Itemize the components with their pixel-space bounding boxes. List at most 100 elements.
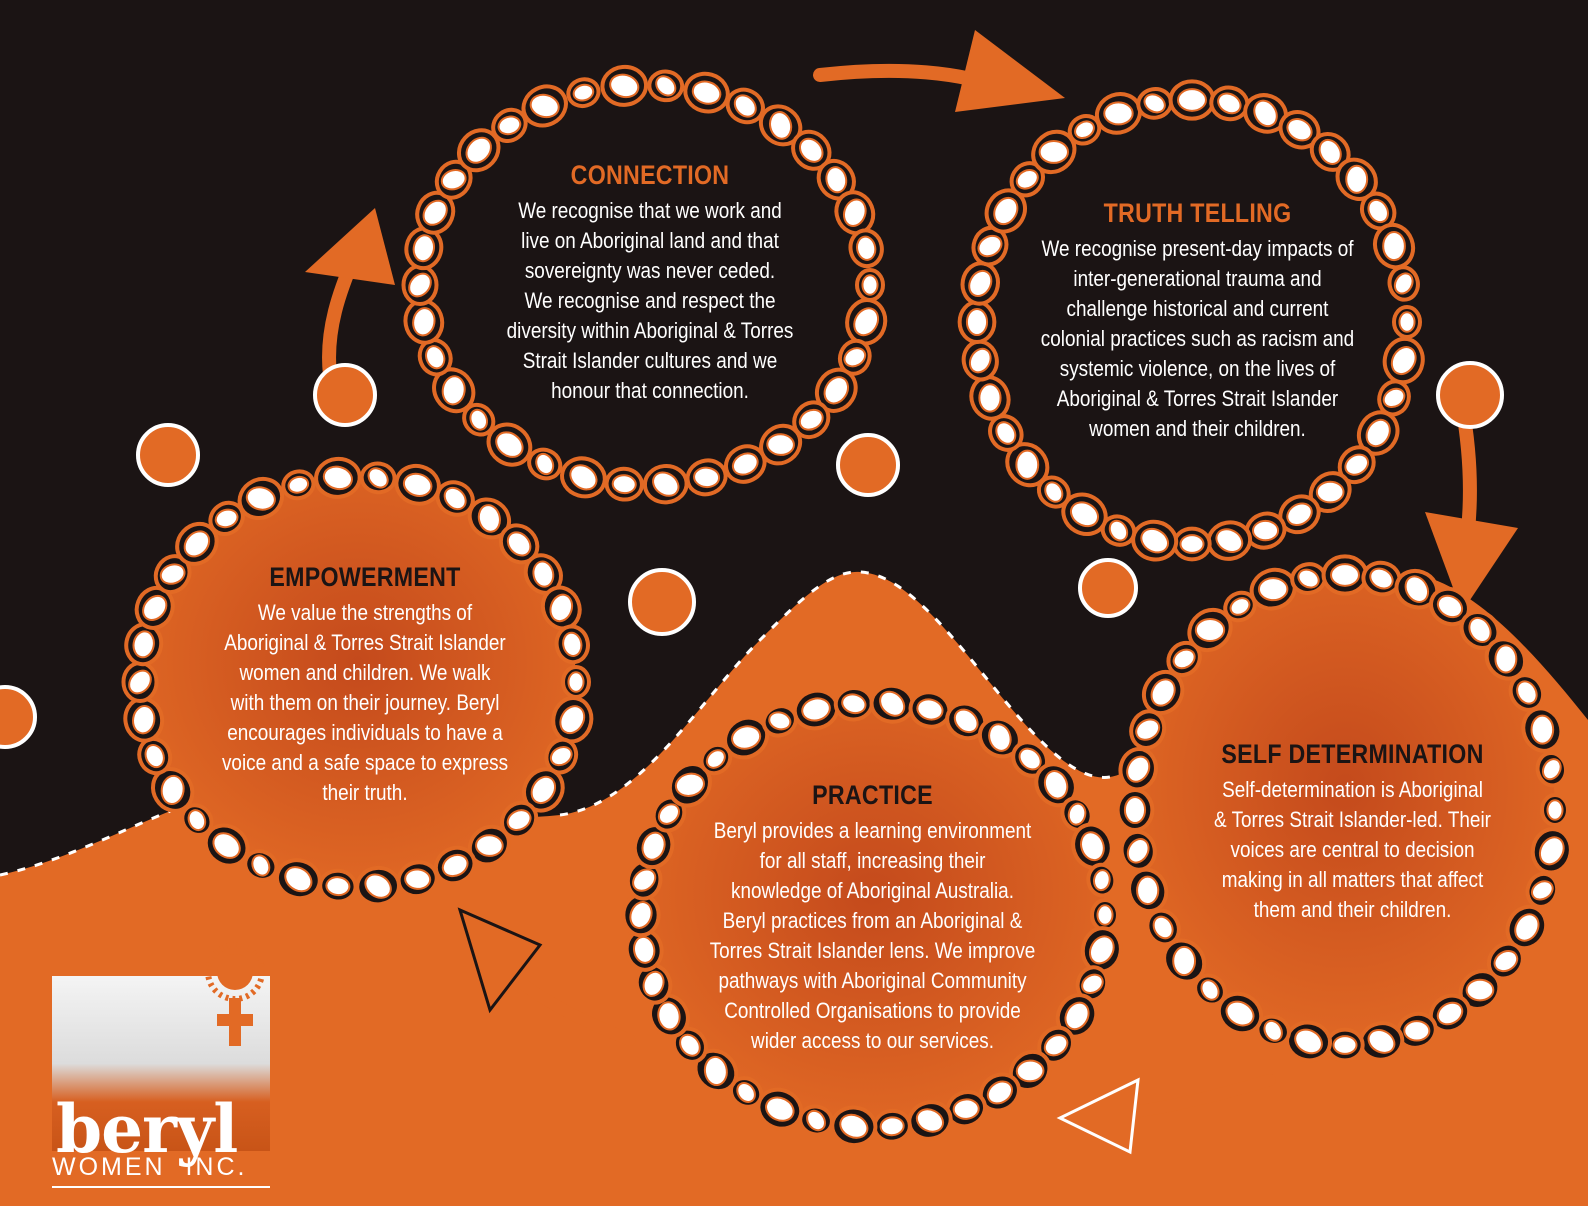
bead-center	[1297, 568, 1320, 589]
empowerment-body: We value the strengths of Aboriginal & T…	[221, 600, 509, 805]
bead-center	[843, 347, 867, 368]
bead-center	[642, 970, 665, 997]
bead-center	[736, 1082, 756, 1103]
bead-center	[1494, 644, 1518, 674]
bead-center	[988, 723, 1012, 752]
bead-center	[657, 1001, 681, 1031]
truth-telling-body: We recognise present-day impacts of inte…	[1040, 236, 1355, 441]
connection-body: We recognise that we work and live on Ab…	[506, 198, 794, 403]
arrow-head-top	[955, 30, 1065, 112]
bead-center	[412, 234, 436, 263]
bead-center	[440, 169, 467, 191]
bead-center	[861, 274, 879, 296]
ring-fill	[641, 703, 1105, 1127]
bead-center	[1468, 616, 1492, 643]
bead-center	[1150, 678, 1176, 707]
bead-center	[1436, 594, 1464, 619]
bead-center	[1257, 577, 1289, 602]
truth-telling-title: TRUTH TELLING	[1103, 198, 1292, 228]
bead-center	[1252, 519, 1280, 542]
bead-center	[402, 472, 433, 497]
bead-center	[1152, 915, 1174, 940]
bead-center	[408, 272, 432, 298]
logo-subtitle: WOMEN INC.	[52, 1153, 248, 1181]
bead-center	[1382, 387, 1406, 409]
bead-center	[842, 198, 867, 227]
bead-center	[691, 80, 722, 105]
bead-center	[629, 901, 653, 929]
ring-self-determination	[1115, 554, 1573, 1063]
bead-center	[977, 234, 1003, 258]
bead-center	[806, 1109, 826, 1132]
bead-center	[441, 375, 466, 406]
beryl-logo: beryl WOMEN INC.	[52, 940, 274, 1195]
bead-center	[251, 854, 271, 877]
logo-wordmark: beryl	[56, 1090, 238, 1168]
bead-center	[841, 693, 867, 715]
bead-center	[768, 711, 792, 731]
bead-center	[823, 376, 850, 405]
bead-center	[766, 433, 795, 456]
bead-center	[733, 94, 757, 118]
bead-center	[1217, 92, 1242, 115]
bead-center	[1398, 311, 1416, 333]
dot	[136, 423, 200, 487]
bead-center	[1318, 138, 1342, 165]
bead-center	[572, 83, 595, 102]
bead-center	[160, 774, 185, 805]
bead-center	[529, 93, 560, 119]
bead-center	[1215, 528, 1244, 554]
ring-connection	[401, 64, 888, 505]
bead-center	[1546, 799, 1564, 821]
bead-center	[1194, 618, 1226, 642]
bead-center	[1143, 93, 1166, 114]
bead-center	[978, 383, 1002, 413]
bead-center	[183, 530, 211, 558]
dot	[1436, 361, 1504, 429]
bead-center	[731, 725, 762, 750]
bead-center	[1365, 418, 1391, 448]
bead-center	[995, 421, 1017, 445]
bead-center	[144, 743, 165, 769]
bead-center	[212, 832, 241, 859]
bead-center	[132, 630, 155, 659]
bead-center	[1514, 913, 1540, 942]
truth-telling-section: TRUTH TELLING We recognise present-day i…	[1028, 196, 1368, 444]
bead-center	[1344, 453, 1370, 476]
decorative-dots	[0, 361, 1504, 749]
bead-center	[839, 1113, 869, 1139]
bead-center	[1044, 481, 1064, 503]
bead-center	[1229, 597, 1251, 616]
bead-center	[364, 873, 392, 899]
dot	[836, 433, 900, 497]
bead-center	[1135, 718, 1161, 741]
bead-center	[1067, 802, 1087, 826]
bead-center	[1038, 139, 1069, 164]
bead-center	[986, 1080, 1013, 1105]
bead-center	[475, 834, 504, 857]
bead-center	[1123, 795, 1147, 825]
bead-center	[1096, 904, 1114, 926]
bead-center	[915, 1108, 945, 1133]
bead-center	[993, 196, 1019, 226]
bead-center	[652, 471, 680, 497]
arrow-head-bottom	[1056, 1077, 1140, 1155]
bead-center	[679, 1033, 701, 1057]
bead-center	[1332, 1035, 1358, 1055]
bead-center	[916, 698, 944, 721]
bead-center	[1092, 869, 1111, 892]
bead-center	[477, 504, 501, 533]
bead-center	[965, 307, 989, 337]
ring-truth-telling	[957, 79, 1425, 562]
bead-center	[1126, 755, 1151, 783]
bead-center	[968, 269, 993, 297]
practice-title: PRACTICE	[812, 780, 933, 810]
bead-center	[1080, 831, 1105, 862]
bead-center	[769, 111, 793, 140]
bead-center	[968, 347, 992, 374]
bead-center	[641, 831, 666, 861]
bead-center	[705, 749, 726, 769]
bead-center	[559, 705, 586, 735]
empowerment-section: EMPOWERMENT We value the strengths of Ab…	[206, 560, 524, 808]
bead-center	[1015, 169, 1039, 190]
